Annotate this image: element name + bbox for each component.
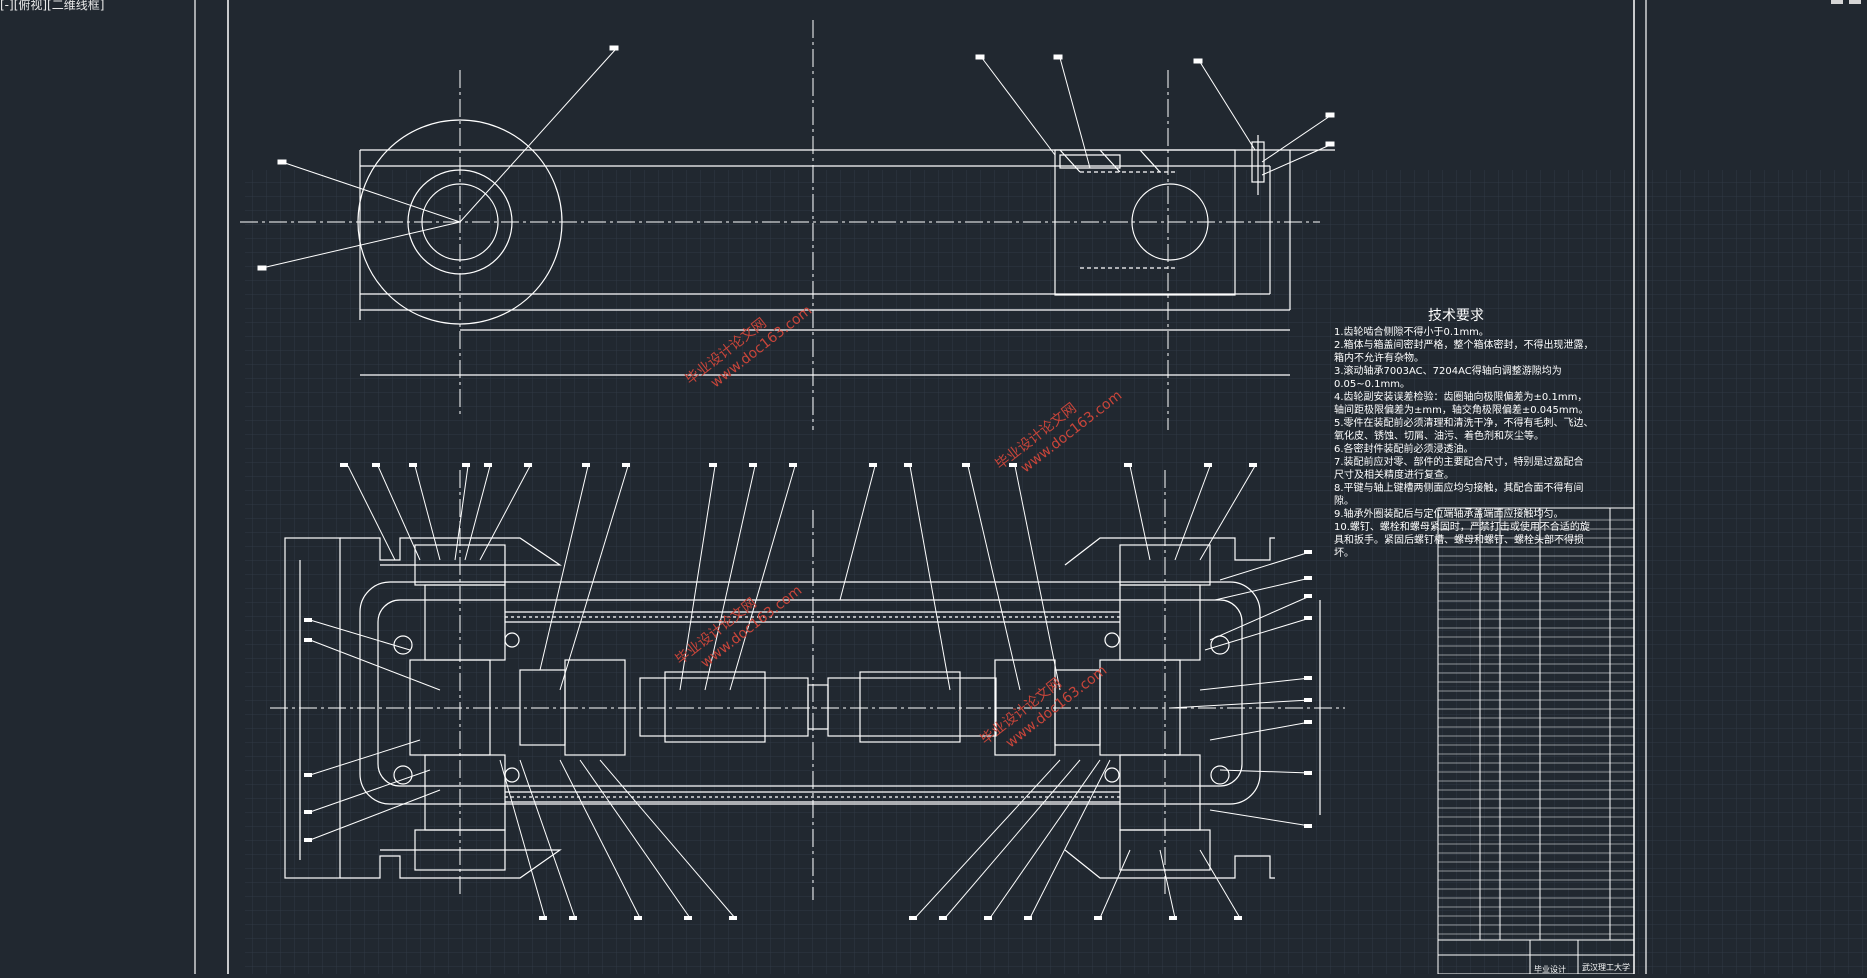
title-block-stage: 毕业设计 [1534, 964, 1566, 974]
title-block [1438, 939, 1634, 974]
tech-req-line: 具和扳手。紧固后螺钉槽、螺母和螺钉、螺栓头部不得损 [1334, 533, 1584, 546]
maximize-icon[interactable] [1849, 0, 1861, 4]
viewport-window-controls [1831, 0, 1861, 4]
tech-req-line: 3.滚动轴承7003AC、7204AC得轴向调整游隙均为 [1334, 364, 1562, 377]
tech-req-line: 2.箱体与箱盖间密封严格，整个箱体密封，不得出现泄露， [1334, 338, 1594, 351]
tech-req-line: 1.齿轮啮合侧隙不得小于0.1mm。 [1334, 325, 1489, 338]
tech-req-line: 坏。 [1334, 547, 1354, 559]
center-lines-top [240, 20, 1320, 430]
tech-req-line: 隙。 [1334, 494, 1354, 507]
tech-req-line: 5.零件在装配前必须清理和清洗干净，不得有毛刺、飞边、 [1334, 416, 1594, 429]
tech-req-line: 氧化皮、锈蚀、切屑、油污、着色剂和灰尘等。 [1334, 429, 1544, 442]
tech-req-line: 9.轴承外圈装配后与定位端轴承盖端面应接触均匀。 [1334, 507, 1564, 520]
leader-lines-top [257, 45, 1335, 271]
title-block-school: 武汉理工大学 [1582, 962, 1630, 972]
center-lines-bottom [270, 470, 1345, 900]
viewport-label[interactable]: [-][俯视][二维线框] [0, 0, 105, 12]
tech-req-title: 技术要求 [1428, 308, 1484, 324]
part-number-tags [304, 463, 1312, 920]
tech-req-line: 4.齿轮副安装误差检验：齿圈轴向极限偏差为±0.1mm， [1334, 390, 1587, 403]
leader-lines-bottom [309, 465, 1311, 919]
tech-req-line: 8.平键与轴上键槽两侧面应均匀接触，其配合面不得有间 [1334, 481, 1584, 494]
tech-req-line: 0.05~0.1mm。 [1334, 379, 1410, 390]
parts-list-rows [1438, 519, 1634, 935]
tech-req-line: 6.各密封件装配前必须浸透油。 [1334, 442, 1474, 455]
drawing-frame [194, 0, 1647, 974]
tech-req-line: 7.装配前应对零、部件的主要配合尺寸，特别是过盈配合 [1334, 455, 1584, 468]
tech-req-line: 轴间距极限偏差为±mm，轴交角极限偏差±0.045mm。 [1334, 403, 1588, 416]
tech-req-line: 箱内不允许有杂物。 [1334, 351, 1424, 364]
tech-req-lines: 1.齿轮啮合侧隙不得小于0.1mm。 2.箱体与箱盖间密封严格，整个箱体密封，不… [1334, 325, 1594, 559]
tech-req-line: 尺寸及相关精度进行复查。 [1334, 468, 1454, 481]
restore-icon[interactable] [1831, 0, 1843, 4]
tech-req-line: 10.螺钉、螺栓和螺母紧固时，严禁打击或使用不合适的旋 [1334, 520, 1590, 533]
grid-area [245, 170, 1867, 974]
